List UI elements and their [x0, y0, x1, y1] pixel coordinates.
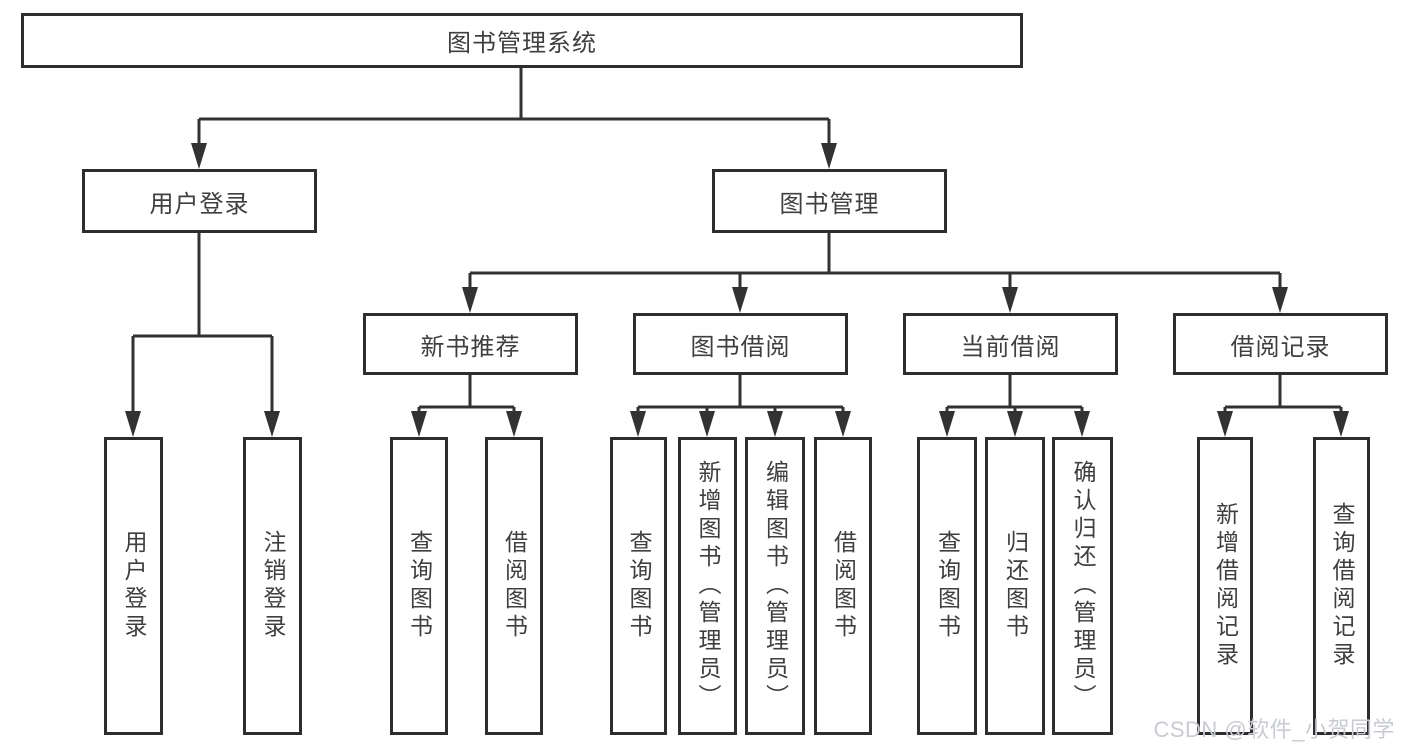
node-label-book-management: 图书管理	[779, 190, 880, 218]
arrowhead-icon	[821, 143, 837, 169]
arrowhead-icon	[191, 143, 207, 169]
node-current-borrowing: 当前借阅	[903, 313, 1118, 375]
node-label-borrow-books-borrowing: 借阅图书	[830, 530, 857, 642]
arrowhead-icon	[1272, 287, 1288, 313]
arrowhead-icon	[506, 411, 522, 437]
node-query-borrowing-record: 查询借阅记录	[1313, 437, 1370, 735]
connector-path	[468, 233, 1282, 293]
connector-path	[1223, 375, 1343, 417]
node-label-query-books-borrowing: 查询图书	[626, 530, 652, 642]
node-book-borrowing: 图书借阅	[633, 313, 848, 375]
node-label-query-borrowing-record: 查询借阅记录	[1329, 502, 1355, 670]
node-add-books-admin: 新增图书（管理员）	[678, 437, 737, 735]
node-label-return-books: 归还图书	[1002, 530, 1029, 642]
node-edit-books-admin: 编辑图书（管理员）	[745, 437, 805, 735]
arrowhead-icon	[125, 411, 141, 437]
node-label-root: 图书管理系统	[447, 30, 597, 57]
node-label-new-book-recommend: 新书推荐	[420, 333, 521, 361]
watermark-text: CSDN @软件_小贺同学	[1153, 717, 1395, 742]
node-confirm-return-admin: 确认归还（管理员）	[1052, 437, 1113, 735]
node-borrow-books-recommend: 借阅图书	[485, 437, 543, 735]
node-label-query-books-recommend: 查询图书	[406, 530, 433, 642]
arrowhead-icon	[1217, 411, 1233, 437]
arrowhead-icon	[411, 411, 427, 437]
connector-path	[945, 375, 1084, 417]
node-query-books-borrowing: 查询图书	[610, 437, 667, 735]
arrowhead-icon	[939, 411, 955, 437]
node-new-book-recommend: 新书推荐	[363, 313, 578, 375]
arrowhead-icon	[630, 411, 646, 437]
arrowhead-icon	[767, 411, 783, 437]
node-root: 图书管理系统	[21, 13, 1023, 68]
arrowhead-icon	[1074, 411, 1090, 437]
arrowhead-icon	[732, 287, 748, 313]
node-label-logout-leaf: 注销登录	[260, 530, 286, 642]
arrowhead-icon	[699, 411, 715, 437]
node-label-add-books-admin: 新增图书（管理员）	[695, 460, 721, 712]
node-return-books: 归还图书	[985, 437, 1045, 735]
node-user-login-leaf: 用户登录	[104, 437, 163, 735]
arrowhead-icon	[264, 411, 280, 437]
node-label-book-borrowing: 图书借阅	[690, 333, 791, 361]
node-book-management: 图书管理	[712, 169, 947, 233]
connector-path	[197, 68, 831, 149]
node-label-add-borrowing-record: 新增借阅记录	[1212, 502, 1239, 670]
arrowhead-icon	[835, 411, 851, 437]
connector-path	[131, 233, 274, 417]
node-label-borrow-books-recommend: 借阅图书	[501, 530, 528, 642]
arrowhead-icon	[1333, 411, 1349, 437]
node-user-login: 用户登录	[82, 169, 317, 233]
connector-path	[636, 375, 845, 417]
node-label-user-login-leaf: 用户登录	[121, 530, 147, 642]
node-label-query-books-current: 查询图书	[934, 530, 961, 642]
connector-path	[417, 375, 516, 417]
node-logout-leaf: 注销登录	[243, 437, 302, 735]
node-label-current-borrowing: 当前借阅	[960, 333, 1061, 361]
node-borrowing-records: 借阅记录	[1173, 313, 1388, 375]
node-query-books-current: 查询图书	[917, 437, 977, 735]
node-query-books-recommend: 查询图书	[390, 437, 448, 735]
node-label-edit-books-admin: 编辑图书（管理员）	[762, 460, 789, 712]
node-borrow-books-borrowing: 借阅图书	[814, 437, 872, 735]
node-label-user-login: 用户登录	[149, 190, 250, 218]
node-label-confirm-return-admin: 确认归还（管理员）	[1070, 460, 1096, 712]
arrowhead-icon	[1007, 411, 1023, 437]
node-add-borrowing-record: 新增借阅记录	[1197, 437, 1253, 735]
node-label-borrowing-records: 借阅记录	[1230, 333, 1331, 361]
arrowhead-icon	[462, 287, 478, 313]
arrowhead-icon	[1002, 287, 1018, 313]
